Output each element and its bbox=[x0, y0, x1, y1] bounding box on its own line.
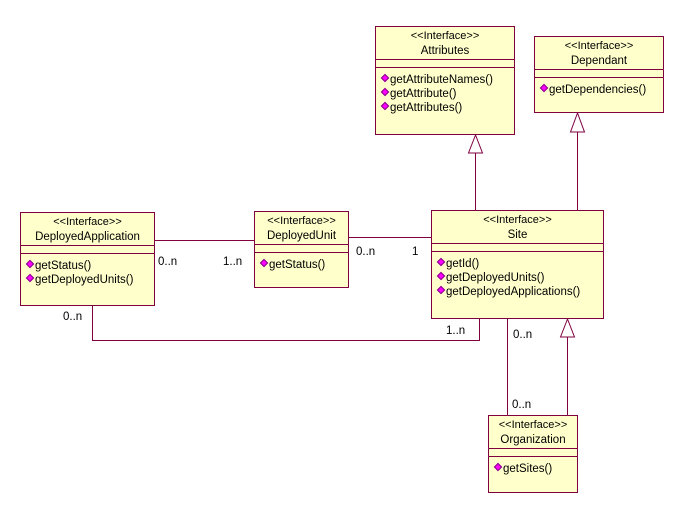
public-operation-icon bbox=[259, 258, 269, 268]
class-header: <<Interface>> Organization bbox=[489, 416, 577, 449]
attributes-compartment bbox=[489, 449, 577, 457]
multiplicity-da-site-source: 0..n bbox=[63, 311, 83, 323]
class-dependant[interactable]: <<Interface>> Dependant getDependencies(… bbox=[534, 36, 664, 113]
public-operation-icon bbox=[493, 462, 503, 472]
stereotype-label: <<Interface>> bbox=[483, 214, 552, 226]
multiplicity-da-site-target: 1..n bbox=[446, 325, 466, 337]
public-operation-icon bbox=[25, 273, 35, 283]
operations-compartment: getId() getDeployedUnits() getDeployedAp… bbox=[432, 252, 603, 302]
public-operation-icon bbox=[380, 87, 390, 97]
stereotype-label: <<Interface>> bbox=[498, 419, 568, 431]
stereotype-label: <<Interface>> bbox=[410, 30, 480, 42]
multiplicity-du-site-target: 1 bbox=[412, 246, 419, 258]
operation[interactable]: getAttributeNames() bbox=[380, 73, 514, 87]
attributes-compartment bbox=[21, 246, 154, 254]
operation[interactable]: getAttribute() bbox=[380, 87, 514, 101]
operation[interactable]: getDependencies() bbox=[539, 83, 663, 97]
class-name: Organization bbox=[500, 434, 566, 446]
stereotype-label: <<Interface>> bbox=[53, 216, 122, 228]
class-header: <<Interface>> DeployedApplication bbox=[21, 213, 154, 246]
public-operation-icon bbox=[539, 83, 549, 93]
public-operation-icon bbox=[380, 73, 390, 83]
class-name: Site bbox=[507, 229, 528, 241]
public-operation-icon bbox=[436, 271, 446, 281]
public-operation-icon bbox=[436, 285, 446, 295]
operation[interactable]: getSites() bbox=[493, 462, 577, 476]
multiplicity-site-org-source: 0..n bbox=[513, 329, 533, 341]
gen-site-attributes-arrowhead bbox=[467, 133, 484, 154]
class-header: <<Interface>> DeployedUnit bbox=[255, 212, 348, 245]
gen-site-dependant-arrowhead bbox=[569, 111, 586, 133]
operation[interactable]: getStatus() bbox=[25, 259, 154, 273]
class-name: Attributes bbox=[420, 45, 470, 57]
attributes-compartment bbox=[535, 70, 663, 78]
class-header: <<Interface>> Dependant bbox=[535, 37, 663, 70]
attributes-compartment bbox=[255, 245, 348, 253]
stereotype-label: <<Interface>> bbox=[267, 215, 336, 227]
assoc-da-site[interactable] bbox=[92, 305, 480, 341]
public-operation-icon bbox=[436, 257, 446, 267]
class-name: DeployedApplication bbox=[35, 231, 140, 243]
operation[interactable]: getId() bbox=[436, 257, 603, 271]
class-attributes[interactable]: <<Interface>> Attributes getAttributeNam… bbox=[375, 26, 515, 135]
class-name: Dependant bbox=[570, 55, 628, 67]
multiplicity-da-du-target: 1..n bbox=[223, 256, 243, 268]
operation[interactable]: getDeployedUnits() bbox=[25, 273, 154, 287]
class-site[interactable]: <<Interface>> Site getId() getDeployedUn… bbox=[431, 210, 604, 319]
stereotype-label: <<Interface>> bbox=[564, 40, 634, 52]
public-operation-icon bbox=[25, 259, 35, 269]
operations-compartment: getSites() bbox=[489, 457, 577, 479]
multiplicity-da-du-source: 0..n bbox=[158, 256, 178, 268]
class-deployed-application[interactable]: <<Interface>> DeployedApplication getSta… bbox=[20, 212, 155, 306]
attributes-compartment bbox=[376, 60, 514, 68]
class-organization[interactable]: <<Interface>> Organization getSites() bbox=[488, 415, 578, 493]
class-name: DeployedUnit bbox=[266, 230, 337, 242]
class-header: <<Interface>> Site bbox=[432, 211, 603, 244]
operation[interactable]: getStatus() bbox=[259, 258, 348, 272]
multiplicity-site-org-target: 0..n bbox=[512, 399, 532, 411]
operations-compartment: getDependencies() bbox=[535, 78, 663, 100]
operation[interactable]: getDeployedApplications() bbox=[436, 285, 603, 299]
operations-compartment: getAttributeNames() getAttribute() getAt… bbox=[376, 68, 514, 118]
class-header: <<Interface>> Attributes bbox=[376, 27, 514, 60]
gen-org-site-arrowhead bbox=[559, 317, 576, 338]
operations-compartment: getStatus() getDeployedUnits() bbox=[21, 254, 154, 290]
public-operation-icon bbox=[380, 101, 390, 111]
class-deployed-unit[interactable]: <<Interface>> DeployedUnit getStatus() bbox=[254, 211, 349, 288]
multiplicity-du-site-source: 0..n bbox=[356, 246, 376, 258]
operation[interactable]: getDeployedUnits() bbox=[436, 271, 603, 285]
attributes-compartment bbox=[432, 244, 603, 252]
operations-compartment: getStatus() bbox=[255, 253, 348, 275]
operation[interactable]: getAttributes() bbox=[380, 101, 514, 115]
